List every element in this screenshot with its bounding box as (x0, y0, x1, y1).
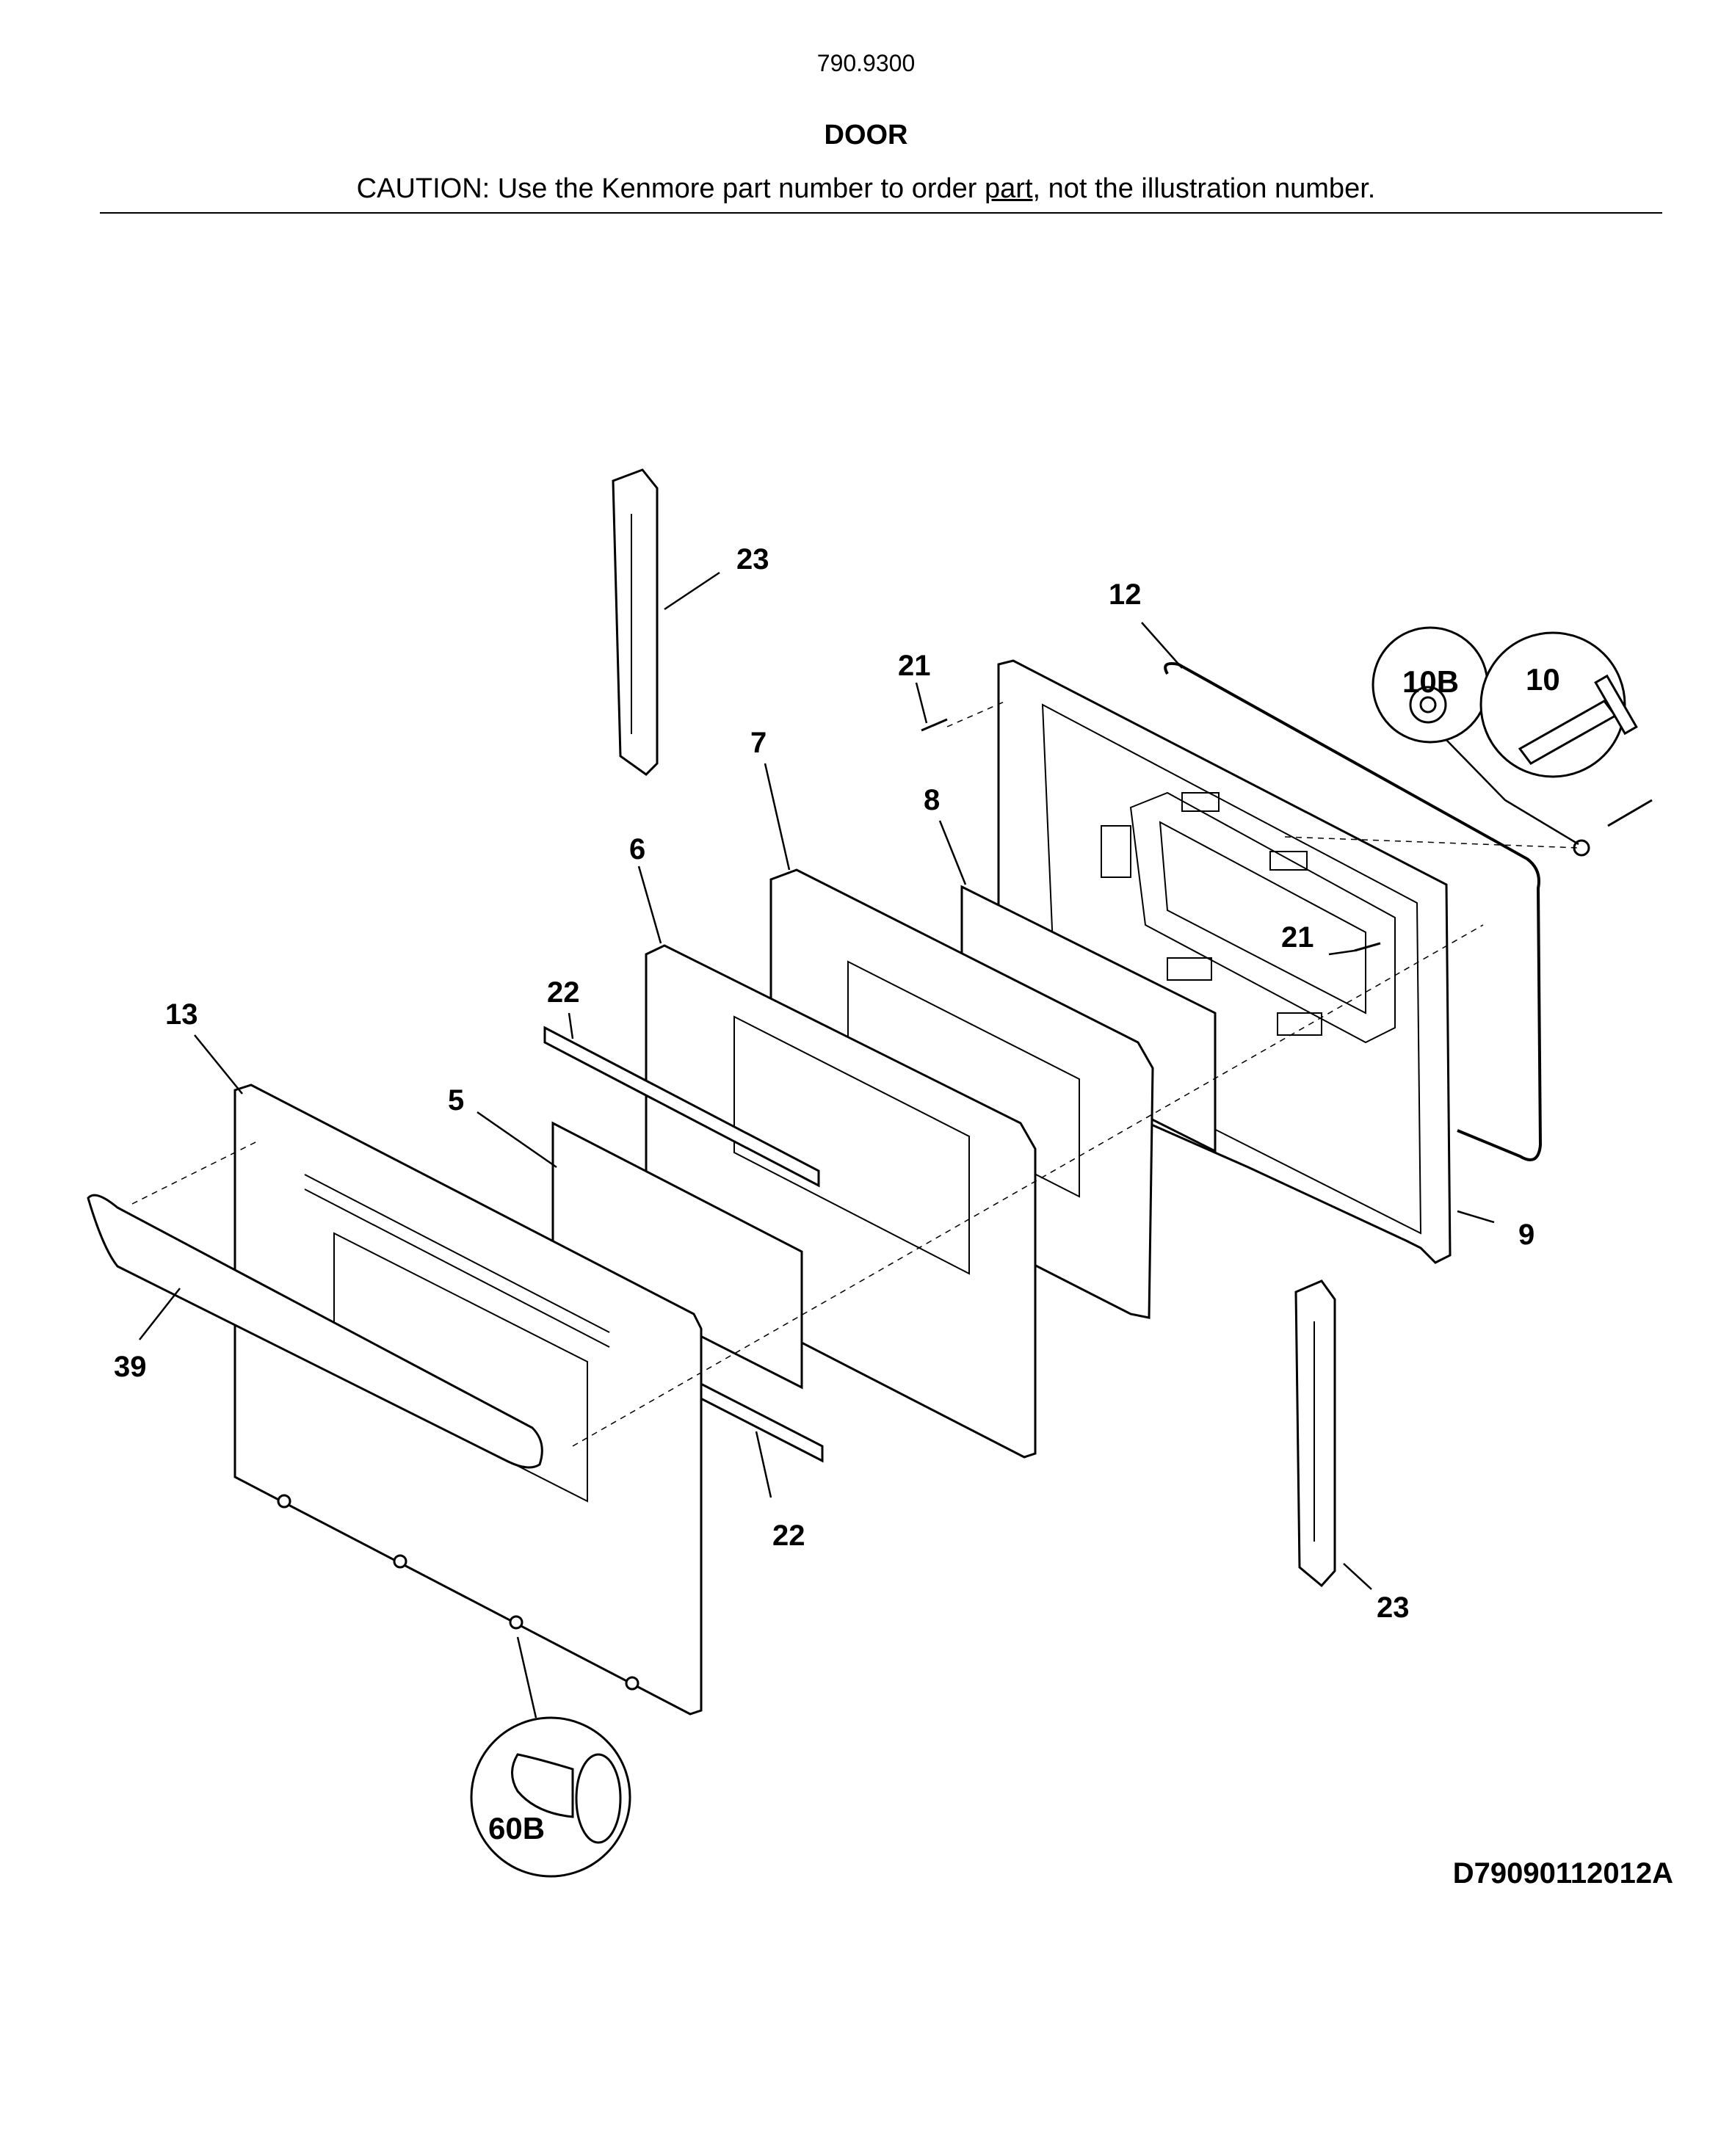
callout-13: 13 (165, 998, 198, 1031)
leader-13 (194, 1034, 243, 1095)
leader-21-mid (1328, 949, 1355, 956)
alignment-line-top (946, 700, 1007, 727)
part-22-top-channel (543, 1026, 820, 1188)
part-21-clip-mid (1354, 942, 1381, 952)
part-12-door-gasket (1164, 661, 1543, 1161)
leader-6 (637, 865, 662, 944)
part-5-outer-glass (551, 1121, 803, 1390)
part-23-top-hinge (612, 468, 659, 776)
callout-21-top: 21 (898, 650, 931, 682)
caution-text-prefix: CAUTION: Use the Kenmore part number to … (356, 173, 985, 204)
section-title: DOOR (824, 120, 908, 150)
alignment-line-center (572, 924, 1484, 1447)
diagram-code: D79090112012A (1452, 1857, 1673, 1890)
callout-10: 10 (1526, 662, 1560, 697)
part-21-clip-top (921, 718, 948, 732)
detail-bubble-10 (1479, 631, 1638, 778)
part-39-door-handle (87, 1194, 543, 1469)
detail-bubble-60b (470, 1636, 631, 1878)
leader-7 (764, 763, 791, 871)
callout-6: 6 (629, 833, 645, 865)
callout-23-top: 23 (736, 543, 769, 576)
part-60b-screws (277, 1494, 639, 1691)
caution-text-suffix: , not the illustration number. (1032, 173, 1376, 204)
callout-60b: 60B (488, 1811, 545, 1845)
part-23-bottom-hinge (1294, 1280, 1336, 1588)
leader-21-top (915, 682, 928, 724)
leader-9 (1457, 1210, 1495, 1224)
callout-8: 8 (924, 784, 940, 816)
alignment-line-screw (1284, 836, 1579, 849)
callout-23-bottom: 23 (1377, 1591, 1410, 1624)
leader-22-top (568, 1012, 574, 1039)
alignment-line-handle (131, 1141, 258, 1205)
leader-23-top (664, 571, 720, 611)
callout-5: 5 (448, 1084, 464, 1117)
leader-23-bottom (1343, 1563, 1372, 1590)
leader-5 (477, 1111, 557, 1169)
leader-12 (1141, 622, 1183, 669)
callout-22-top: 22 (547, 976, 580, 1009)
leader-8 (938, 820, 967, 885)
caution-note: CAUTION: Use the Kenmore part number to … (0, 173, 1732, 205)
callout-22-bottom: 22 (772, 1520, 805, 1552)
header-divider (100, 212, 1662, 214)
callout-9: 9 (1518, 1219, 1534, 1251)
part-10-screw (1573, 799, 1653, 857)
callout-12: 12 (1109, 578, 1142, 611)
model-number: 790.9300 (816, 50, 916, 76)
callout-39: 39 (114, 1351, 147, 1383)
callout-7: 7 (750, 727, 767, 759)
callout-21-mid: 21 (1281, 921, 1314, 954)
part-22-bottom-channel (685, 1374, 824, 1463)
caution-text-underlined: part (985, 173, 1033, 204)
callout-10b: 10B (1402, 664, 1459, 699)
leader-22-bottom (755, 1431, 772, 1498)
leader-39 (139, 1288, 181, 1340)
